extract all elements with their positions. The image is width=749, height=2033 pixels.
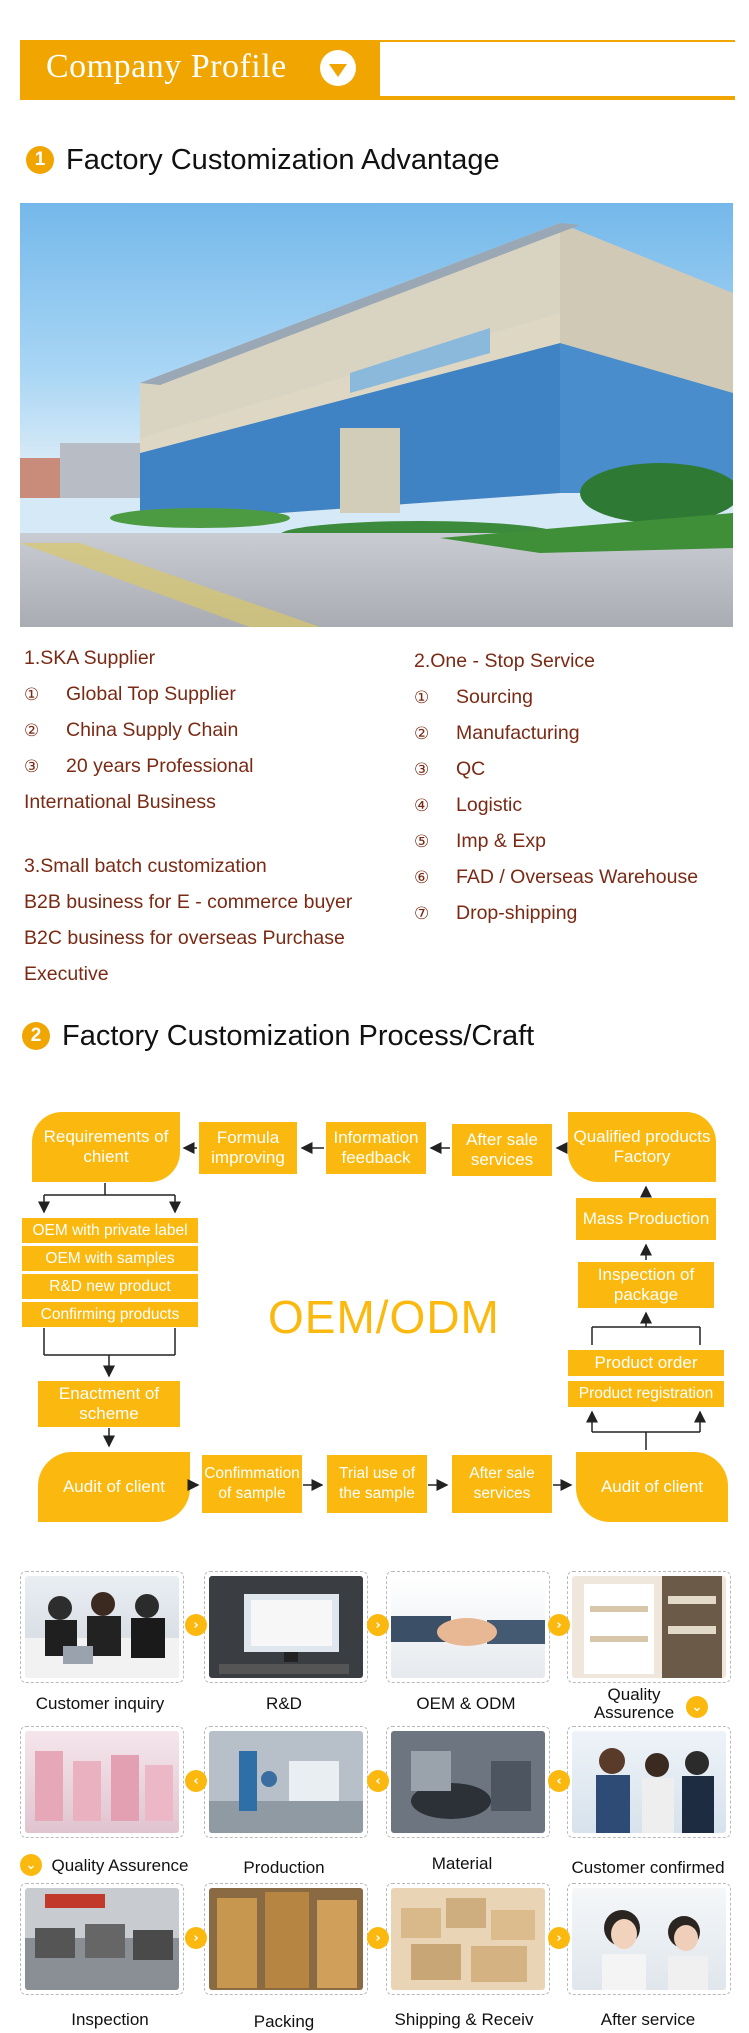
process-photo-inspection bbox=[20, 1883, 184, 1995]
flow-box: Mass Production bbox=[576, 1198, 716, 1240]
list-item: International Business bbox=[24, 791, 216, 813]
flow-box: OEM with private label bbox=[22, 1218, 198, 1243]
process-label: After service bbox=[600, 2010, 696, 2029]
chevron-right-icon: › bbox=[185, 1614, 207, 1636]
chevron-down-icon: ⌄ bbox=[686, 1696, 708, 1718]
process-photo-customer-confirmed bbox=[567, 1726, 731, 1838]
section-title: Factory Customization Process/Craft bbox=[62, 1020, 535, 1052]
process-label: Material bbox=[431, 1854, 493, 1873]
process-label: Packing bbox=[253, 2012, 315, 2031]
process-photo-production bbox=[204, 1726, 368, 1838]
section-title: Factory Customization Advantage bbox=[66, 144, 500, 176]
process-photo-quality-assurance bbox=[567, 1571, 731, 1683]
chevron-left-icon: ‹ bbox=[548, 1770, 570, 1792]
flow-box: Inspection of package bbox=[578, 1262, 714, 1308]
process-label: Quality Assurence bbox=[51, 1856, 189, 1875]
process-label: R&D bbox=[266, 1694, 302, 1713]
flow-box: After sale services bbox=[452, 1124, 552, 1176]
flow-box: Audit of client bbox=[38, 1452, 190, 1522]
flow-center-label: OEM/ODM bbox=[268, 1291, 500, 1343]
section-number-badge: 2 bbox=[22, 1022, 50, 1050]
flow-box: OEM with samples bbox=[22, 1246, 198, 1271]
list-item: B2B business for E - commerce buyer bbox=[24, 891, 353, 913]
advantage-1-title: 1.SKA Supplier bbox=[24, 647, 156, 669]
list-item: B2C business for overseas Purchase bbox=[24, 927, 345, 949]
process-label: Inspection bbox=[71, 2010, 149, 2029]
flow-box: Audit of client bbox=[576, 1452, 728, 1522]
page-title: Company Profile bbox=[46, 48, 287, 85]
chevron-right-icon: › bbox=[367, 1927, 389, 1949]
process-photo-quality-assurance-2 bbox=[20, 1726, 184, 1838]
factory-photo bbox=[20, 203, 733, 627]
chevron-left-icon: ‹ bbox=[185, 1770, 207, 1792]
process-photo-rd bbox=[204, 1571, 368, 1683]
flow-box: Trial use of the sample bbox=[327, 1455, 427, 1513]
chevron-down-icon: ⌄ bbox=[20, 1854, 42, 1876]
chevron-right-icon: › bbox=[548, 1614, 570, 1636]
chevron-right-icon: › bbox=[548, 1927, 570, 1949]
flow-box: After sale services bbox=[452, 1455, 552, 1513]
process-label: OEM & ODM bbox=[416, 1694, 516, 1713]
process-label: Customer confirmed bbox=[571, 1858, 725, 1877]
flow-box: Information feedback bbox=[326, 1122, 426, 1174]
flow-box: Product order bbox=[568, 1350, 724, 1376]
section-number-badge: 1 bbox=[26, 146, 54, 174]
chevron-right-icon: › bbox=[367, 1614, 389, 1636]
process-label: Shipping & Receiv bbox=[394, 2010, 534, 2029]
list-item: Executive bbox=[24, 963, 109, 985]
flow-box: R&D new product bbox=[22, 1274, 198, 1299]
process-photo-packing bbox=[204, 1883, 368, 1995]
process-label: Production bbox=[243, 1858, 325, 1877]
process-photo-customer-inquiry bbox=[20, 1571, 184, 1683]
process-photo-material bbox=[386, 1726, 550, 1838]
process-label: Customer inquiry bbox=[35, 1694, 165, 1713]
process-label: Quality Assurence bbox=[593, 1685, 675, 1722]
flow-box: Product registration bbox=[568, 1381, 724, 1407]
chevron-down-icon[interactable] bbox=[320, 50, 356, 86]
flow-box: Qualified products Factory bbox=[568, 1112, 716, 1182]
process-photo-oem-odm bbox=[386, 1571, 550, 1683]
advantage-2-title: 2.One - Stop Service bbox=[414, 650, 596, 672]
chevron-left-icon: ‹ bbox=[367, 1770, 389, 1792]
advantage-3-title: 3.Small batch customization bbox=[24, 855, 267, 877]
process-photo-shipping bbox=[386, 1883, 550, 1995]
flow-box: Enactment of scheme bbox=[38, 1381, 180, 1427]
flow-box: Formula improving bbox=[199, 1122, 297, 1174]
flow-box: Confirming products bbox=[22, 1302, 198, 1327]
flow-box: Requirements of chient bbox=[32, 1112, 180, 1182]
process-photo-after-service bbox=[567, 1883, 731, 1995]
flow-box: Confimmation of sample bbox=[202, 1455, 302, 1513]
header-bottom-line bbox=[20, 96, 735, 100]
chevron-right-icon: › bbox=[185, 1927, 207, 1949]
